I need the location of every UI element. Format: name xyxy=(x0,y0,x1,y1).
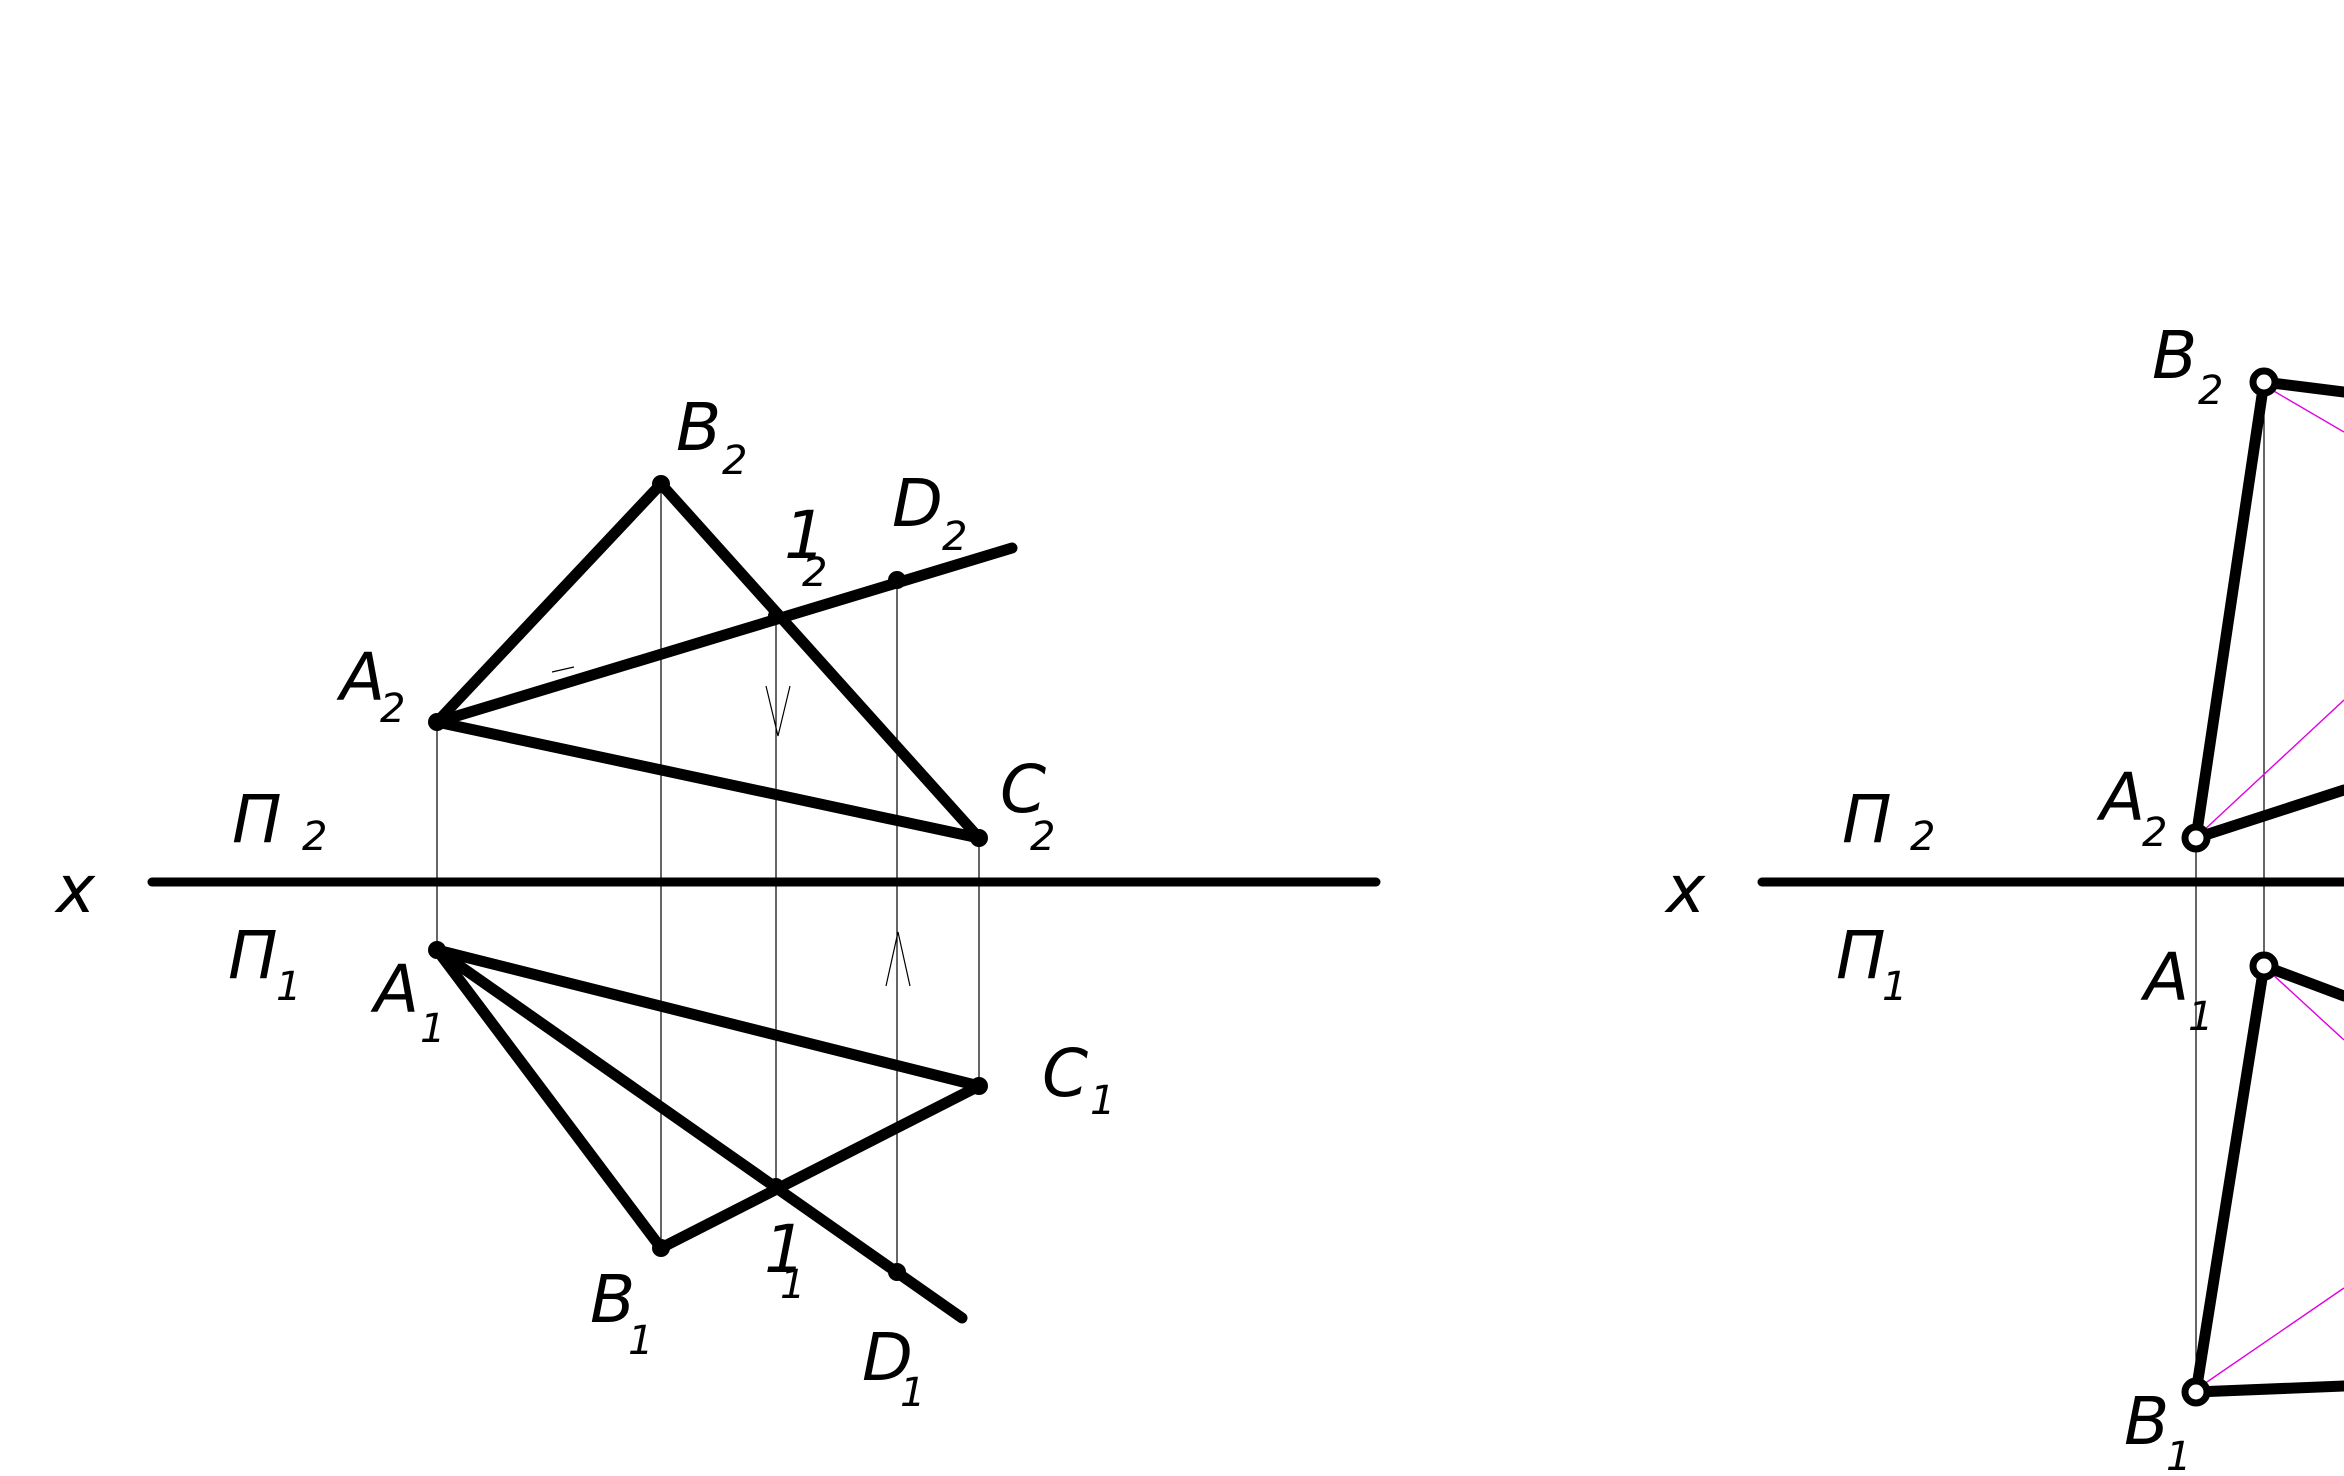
point-d1 xyxy=(888,1263,906,1281)
arrow-up-icon xyxy=(885,931,911,987)
label-11-subscript: 1 xyxy=(780,1262,805,1308)
label-d2: D xyxy=(892,465,943,542)
edge-a1-b1 xyxy=(2190,960,2270,1398)
construction-line xyxy=(2269,971,2344,1041)
label-b1-subscript: 1 xyxy=(628,1318,653,1364)
left-labels: x П 2 П 1 A 2 B 2 1 2 D 2 C 2 A 1 C 1 B … xyxy=(54,389,1115,1416)
point-a2 xyxy=(428,713,446,731)
point-a1-hollow xyxy=(2249,951,2279,981)
point-c1 xyxy=(970,1077,988,1095)
label-a2-subscript: 2 xyxy=(380,686,405,732)
point-11 xyxy=(768,1178,784,1194)
construction-line xyxy=(2271,389,2344,433)
point-b1 xyxy=(652,1239,670,1257)
edge-a2-b2 xyxy=(2190,376,2270,844)
right-label-a1-subscript: 1 xyxy=(2188,994,2213,1040)
point-b1-hollow xyxy=(2181,1377,2211,1407)
right-epure: x П 2 П 1 B 2 A 2 A 1 B 1 xyxy=(1664,317,2344,1476)
label-c1: C xyxy=(1042,1035,1088,1112)
right-plane-p1-subscript: 1 xyxy=(1882,964,1907,1010)
frontal-projection xyxy=(431,478,1018,844)
edge-a2-right xyxy=(2190,784,2344,844)
arrow-down-icon xyxy=(765,685,791,737)
right-points xyxy=(2181,367,2279,1407)
point-a2-hollow xyxy=(2181,823,2211,853)
right-plane-p2-subscript: 2 xyxy=(1910,814,1935,860)
axis-x-label: x xyxy=(54,851,96,928)
label-b2: B xyxy=(676,389,721,466)
label-a1: A xyxy=(370,951,419,1028)
triangle-a1b1c1 xyxy=(431,944,985,1254)
line-a2-d2 xyxy=(431,542,1018,728)
label-12: 1 xyxy=(784,497,826,574)
tick-mark xyxy=(551,666,575,673)
right-axis-x-label: x xyxy=(1664,851,1706,928)
left-epure: x П 2 П 1 A 2 B 2 1 2 D 2 C 2 A 1 C 1 B … xyxy=(54,389,1381,1416)
construction-line xyxy=(2201,699,2344,833)
right-label-b1-subscript: 1 xyxy=(2166,1434,2191,1476)
point-a1 xyxy=(428,941,446,959)
right-label-b2: B xyxy=(2152,317,2197,394)
label-b2-subscript: 2 xyxy=(722,438,747,484)
horizontal-projection xyxy=(431,944,985,1324)
right-label-b2-subscript: 2 xyxy=(2198,368,2223,414)
plane-p2-label: П xyxy=(232,781,282,858)
point-12 xyxy=(768,608,784,624)
right-labels: x П 2 П 1 B 2 A 2 A 1 B 1 xyxy=(1664,317,2223,1476)
right-label-a1: A xyxy=(2140,939,2189,1016)
right-plane-p1-label: П xyxy=(1836,917,1886,994)
label-c2: C xyxy=(1000,751,1046,828)
right-label-b1: B xyxy=(2124,1383,2169,1460)
plane-p1-subscript: 1 xyxy=(276,964,301,1010)
plane-p2-subscript: 2 xyxy=(302,814,327,860)
right-plane-p2-label: П xyxy=(1842,781,1892,858)
line-a1-d1 xyxy=(431,944,968,1324)
label-c1-subscript: 1 xyxy=(1090,1078,1115,1124)
label-11: 1 xyxy=(764,1211,806,1288)
left-connection-lines xyxy=(436,484,980,1272)
label-d1: D xyxy=(862,1319,913,1396)
label-a2: A xyxy=(336,639,385,716)
point-c2 xyxy=(970,829,988,847)
left-points xyxy=(428,475,988,1281)
label-c2-subscript: 2 xyxy=(1030,814,1055,860)
right-construction-lines xyxy=(2201,389,2344,1385)
right-object-lines xyxy=(2190,376,2344,1398)
label-12-subscript: 2 xyxy=(802,550,827,596)
plane-p1-label: П xyxy=(228,917,278,994)
right-label-a2-subscript: 2 xyxy=(2142,810,2167,856)
point-b2 xyxy=(652,475,670,493)
edge-b1-right xyxy=(2190,1380,2344,1398)
point-b2-hollow xyxy=(2249,367,2279,397)
triangle-a2b2c2 xyxy=(431,478,985,844)
right-label-a2: A xyxy=(2096,759,2145,836)
label-a1-subscript: 1 xyxy=(420,1006,445,1052)
label-d1-subscript: 1 xyxy=(900,1370,925,1416)
left-direction-arrows xyxy=(549,666,911,1041)
point-d2 xyxy=(888,571,906,589)
label-d2-subscript: 2 xyxy=(942,514,967,560)
label-b1: B xyxy=(590,1261,635,1338)
construction-line xyxy=(2203,1287,2344,1385)
